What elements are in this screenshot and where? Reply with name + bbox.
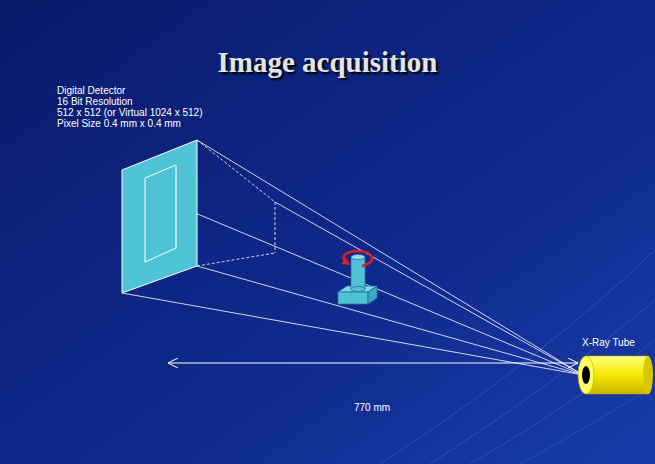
dimension-label: 770 mm xyxy=(354,402,390,413)
detector-panel xyxy=(122,140,197,293)
detector-spec: 512 x 512 (or Virtual 1024 x 512) xyxy=(57,107,202,118)
projection-outline xyxy=(197,140,275,266)
detector-label: Digital Detector xyxy=(57,85,125,96)
x-ray-beam xyxy=(122,140,583,375)
rotation-arrow xyxy=(344,251,373,266)
detector-spec: Pixel Size 0.4 mm x 0.4 mm xyxy=(57,118,181,129)
x-ray-tube xyxy=(578,356,653,394)
background-swirls xyxy=(380,250,655,464)
tube-label: X-Ray Tube xyxy=(582,337,635,348)
dimension-arrow xyxy=(168,363,578,364)
detector-active-area xyxy=(145,165,176,262)
slide-title: Image acquisition xyxy=(0,46,655,79)
detector-spec: 16 Bit Resolution xyxy=(57,96,133,107)
